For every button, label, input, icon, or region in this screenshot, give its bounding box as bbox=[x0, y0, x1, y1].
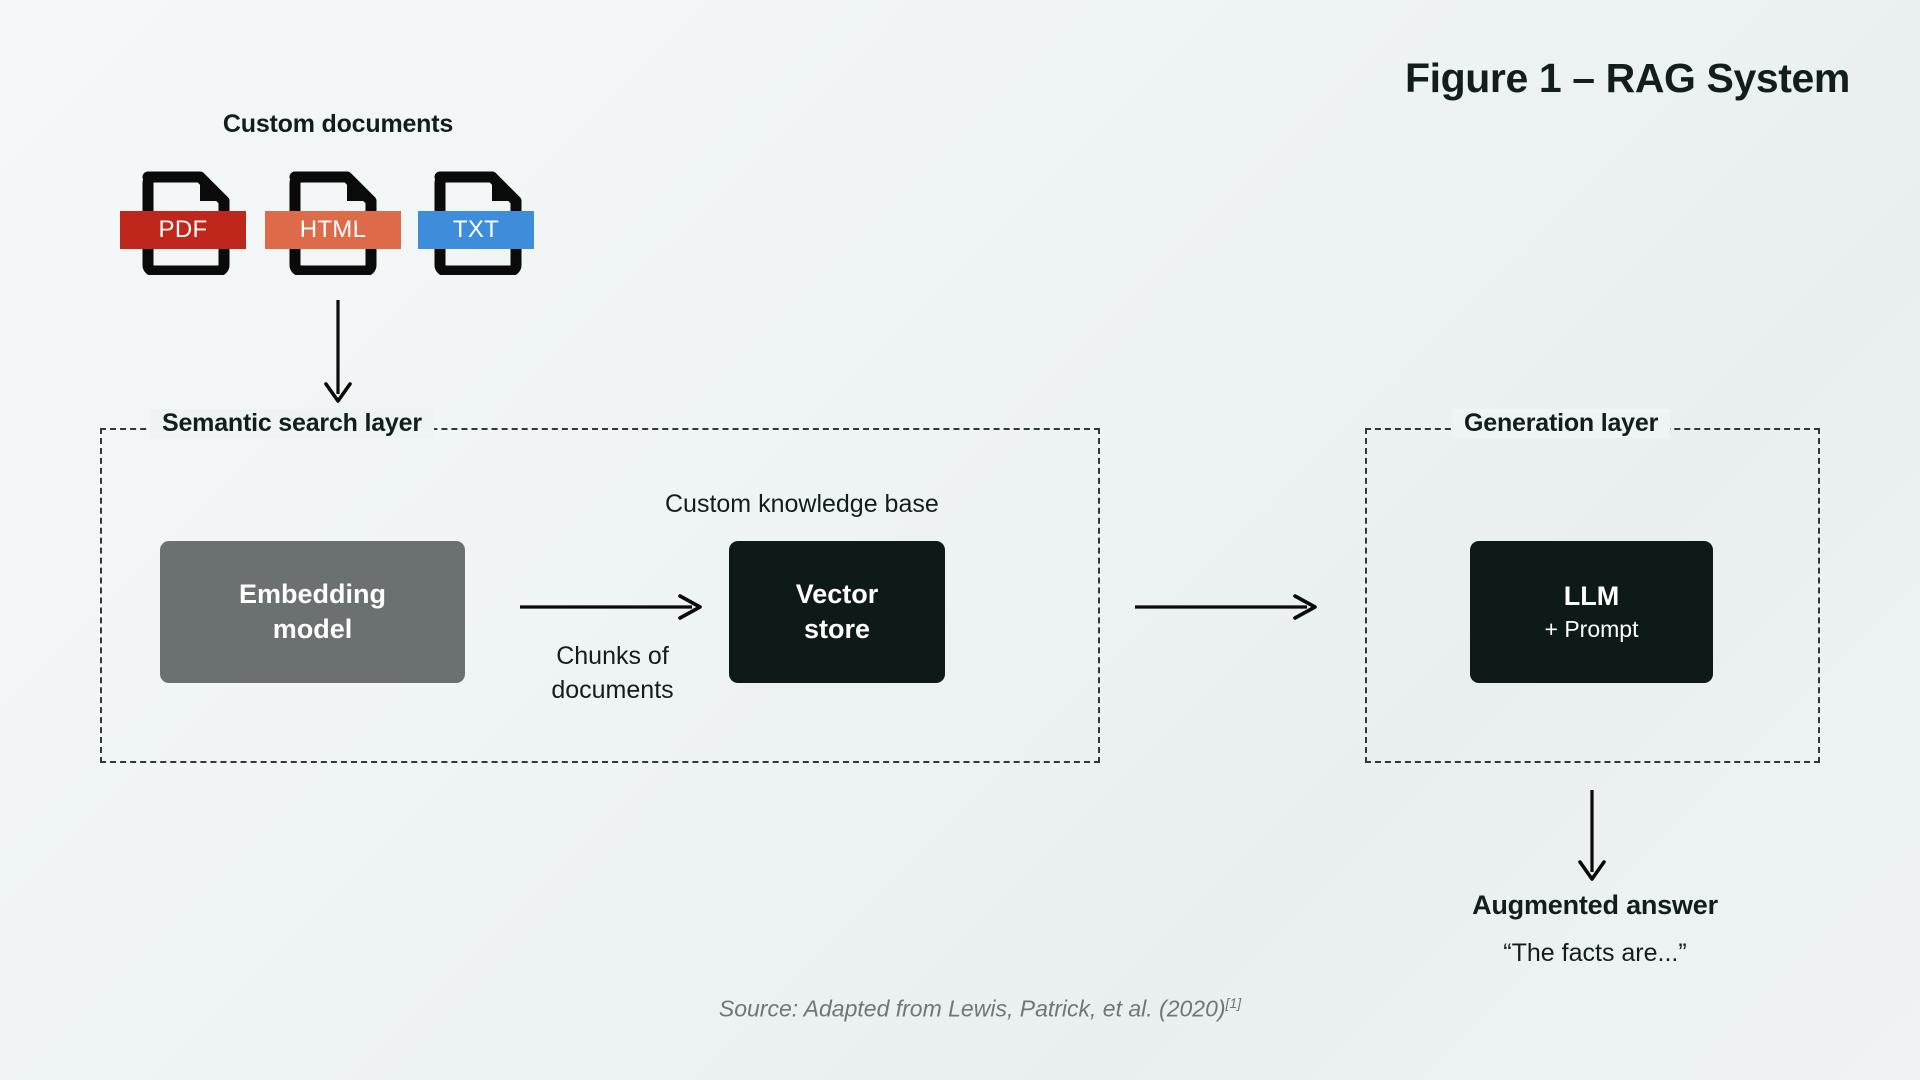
generation-layer-title: Generation layer bbox=[1452, 409, 1671, 438]
file-document-icon bbox=[142, 171, 230, 275]
vector-store-line1: Vector bbox=[795, 579, 879, 610]
semantic-search-layer-box: Semantic search layer bbox=[100, 409, 1100, 763]
llm-prompt-label: + Prompt bbox=[1544, 616, 1639, 643]
embedding-model-line2: model bbox=[272, 614, 353, 644]
vector-store-node[interactable]: Vector store bbox=[729, 541, 945, 683]
semantic-search-layer-title: Semantic search layer bbox=[150, 409, 434, 438]
arrow-generation-layer-to-answer bbox=[1578, 790, 1606, 881]
llm-node[interactable]: LLM + Prompt bbox=[1470, 541, 1713, 683]
page-title: Figure 1 – RAG System bbox=[1404, 55, 1850, 101]
embedding-model-node[interactable]: Embedding model bbox=[160, 541, 465, 683]
chunks-label-line2: documents bbox=[551, 675, 674, 704]
chunks-label-line1: Chunks of bbox=[556, 642, 669, 670]
file-document-icon bbox=[434, 171, 522, 275]
document-icons-row: PDF HTML TXT bbox=[120, 167, 550, 277]
arrow-documents-to-semantic-layer bbox=[324, 300, 352, 403]
source-citation-reference: [1] bbox=[1225, 995, 1242, 1011]
arrow-embedding-to-vector-store bbox=[520, 594, 702, 620]
augmented-answer-block: Augmented answer “The facts are...” bbox=[1385, 890, 1805, 968]
custom-documents-group: Custom documents PDF HTML bbox=[120, 110, 560, 277]
augmented-answer-title: Augmented answer bbox=[1472, 890, 1718, 920]
augmented-answer-quote: “The facts are...” bbox=[1503, 939, 1687, 967]
document-badge-txt: TXT bbox=[418, 211, 534, 249]
source-citation: Source: Adapted from Lewis, Patrick, et … bbox=[0, 995, 1920, 1023]
vector-store-line2: store bbox=[803, 614, 871, 644]
custom-knowledge-base-label: Custom knowledge base bbox=[665, 490, 939, 518]
document-badge-pdf: PDF bbox=[120, 211, 246, 249]
document-item-html: HTML bbox=[265, 167, 401, 275]
generation-layer-box: Generation layer bbox=[1365, 409, 1820, 763]
document-item-pdf: PDF bbox=[120, 167, 246, 275]
chunks-of-documents-label: Chunks of documents bbox=[520, 640, 705, 708]
llm-label: LLM bbox=[1563, 580, 1620, 611]
file-document-icon bbox=[289, 171, 377, 275]
arrow-semantic-layer-to-generation-layer bbox=[1135, 594, 1317, 620]
document-badge-label: PDF bbox=[158, 216, 208, 243]
document-badge-label: HTML bbox=[299, 216, 367, 243]
source-citation-text: Source: Adapted from Lewis, Patrick, et … bbox=[718, 995, 1226, 1022]
document-item-txt: TXT bbox=[418, 167, 534, 275]
document-badge-label: TXT bbox=[452, 216, 500, 243]
embedding-model-line1: Embedding bbox=[239, 579, 386, 610]
custom-documents-label: Custom documents bbox=[222, 110, 454, 138]
document-badge-html: HTML bbox=[265, 211, 401, 249]
